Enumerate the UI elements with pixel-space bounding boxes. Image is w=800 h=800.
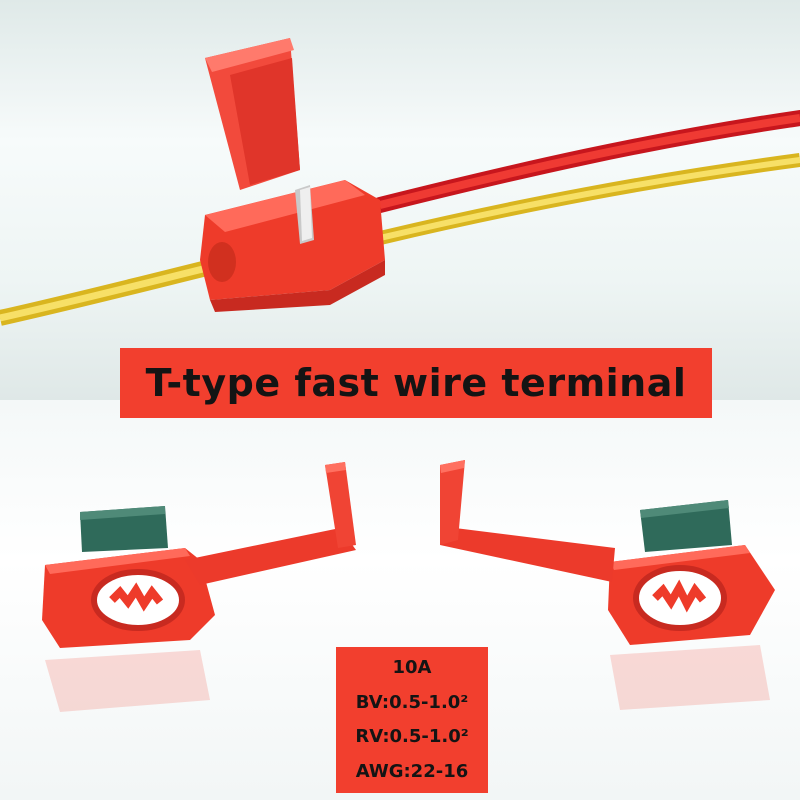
product-title: T-type fast wire terminal: [145, 361, 687, 405]
spec-rv: RV:0.5-1.0²: [355, 726, 469, 748]
right-connector: [440, 460, 775, 645]
spec-bv: BV:0.5-1.0²: [355, 691, 469, 713]
spec-current: 10A: [392, 657, 432, 679]
spec-box: 10A BV:0.5-1.0² RV:0.5-1.0² AWG:22-16: [336, 647, 488, 793]
top-connector: [200, 38, 385, 312]
left-connector: [42, 462, 356, 648]
spec-awg: AWG:22-16: [355, 760, 469, 782]
wires: [0, 110, 800, 326]
title-banner: T-type fast wire terminal: [120, 348, 712, 418]
reflections: [45, 645, 770, 712]
